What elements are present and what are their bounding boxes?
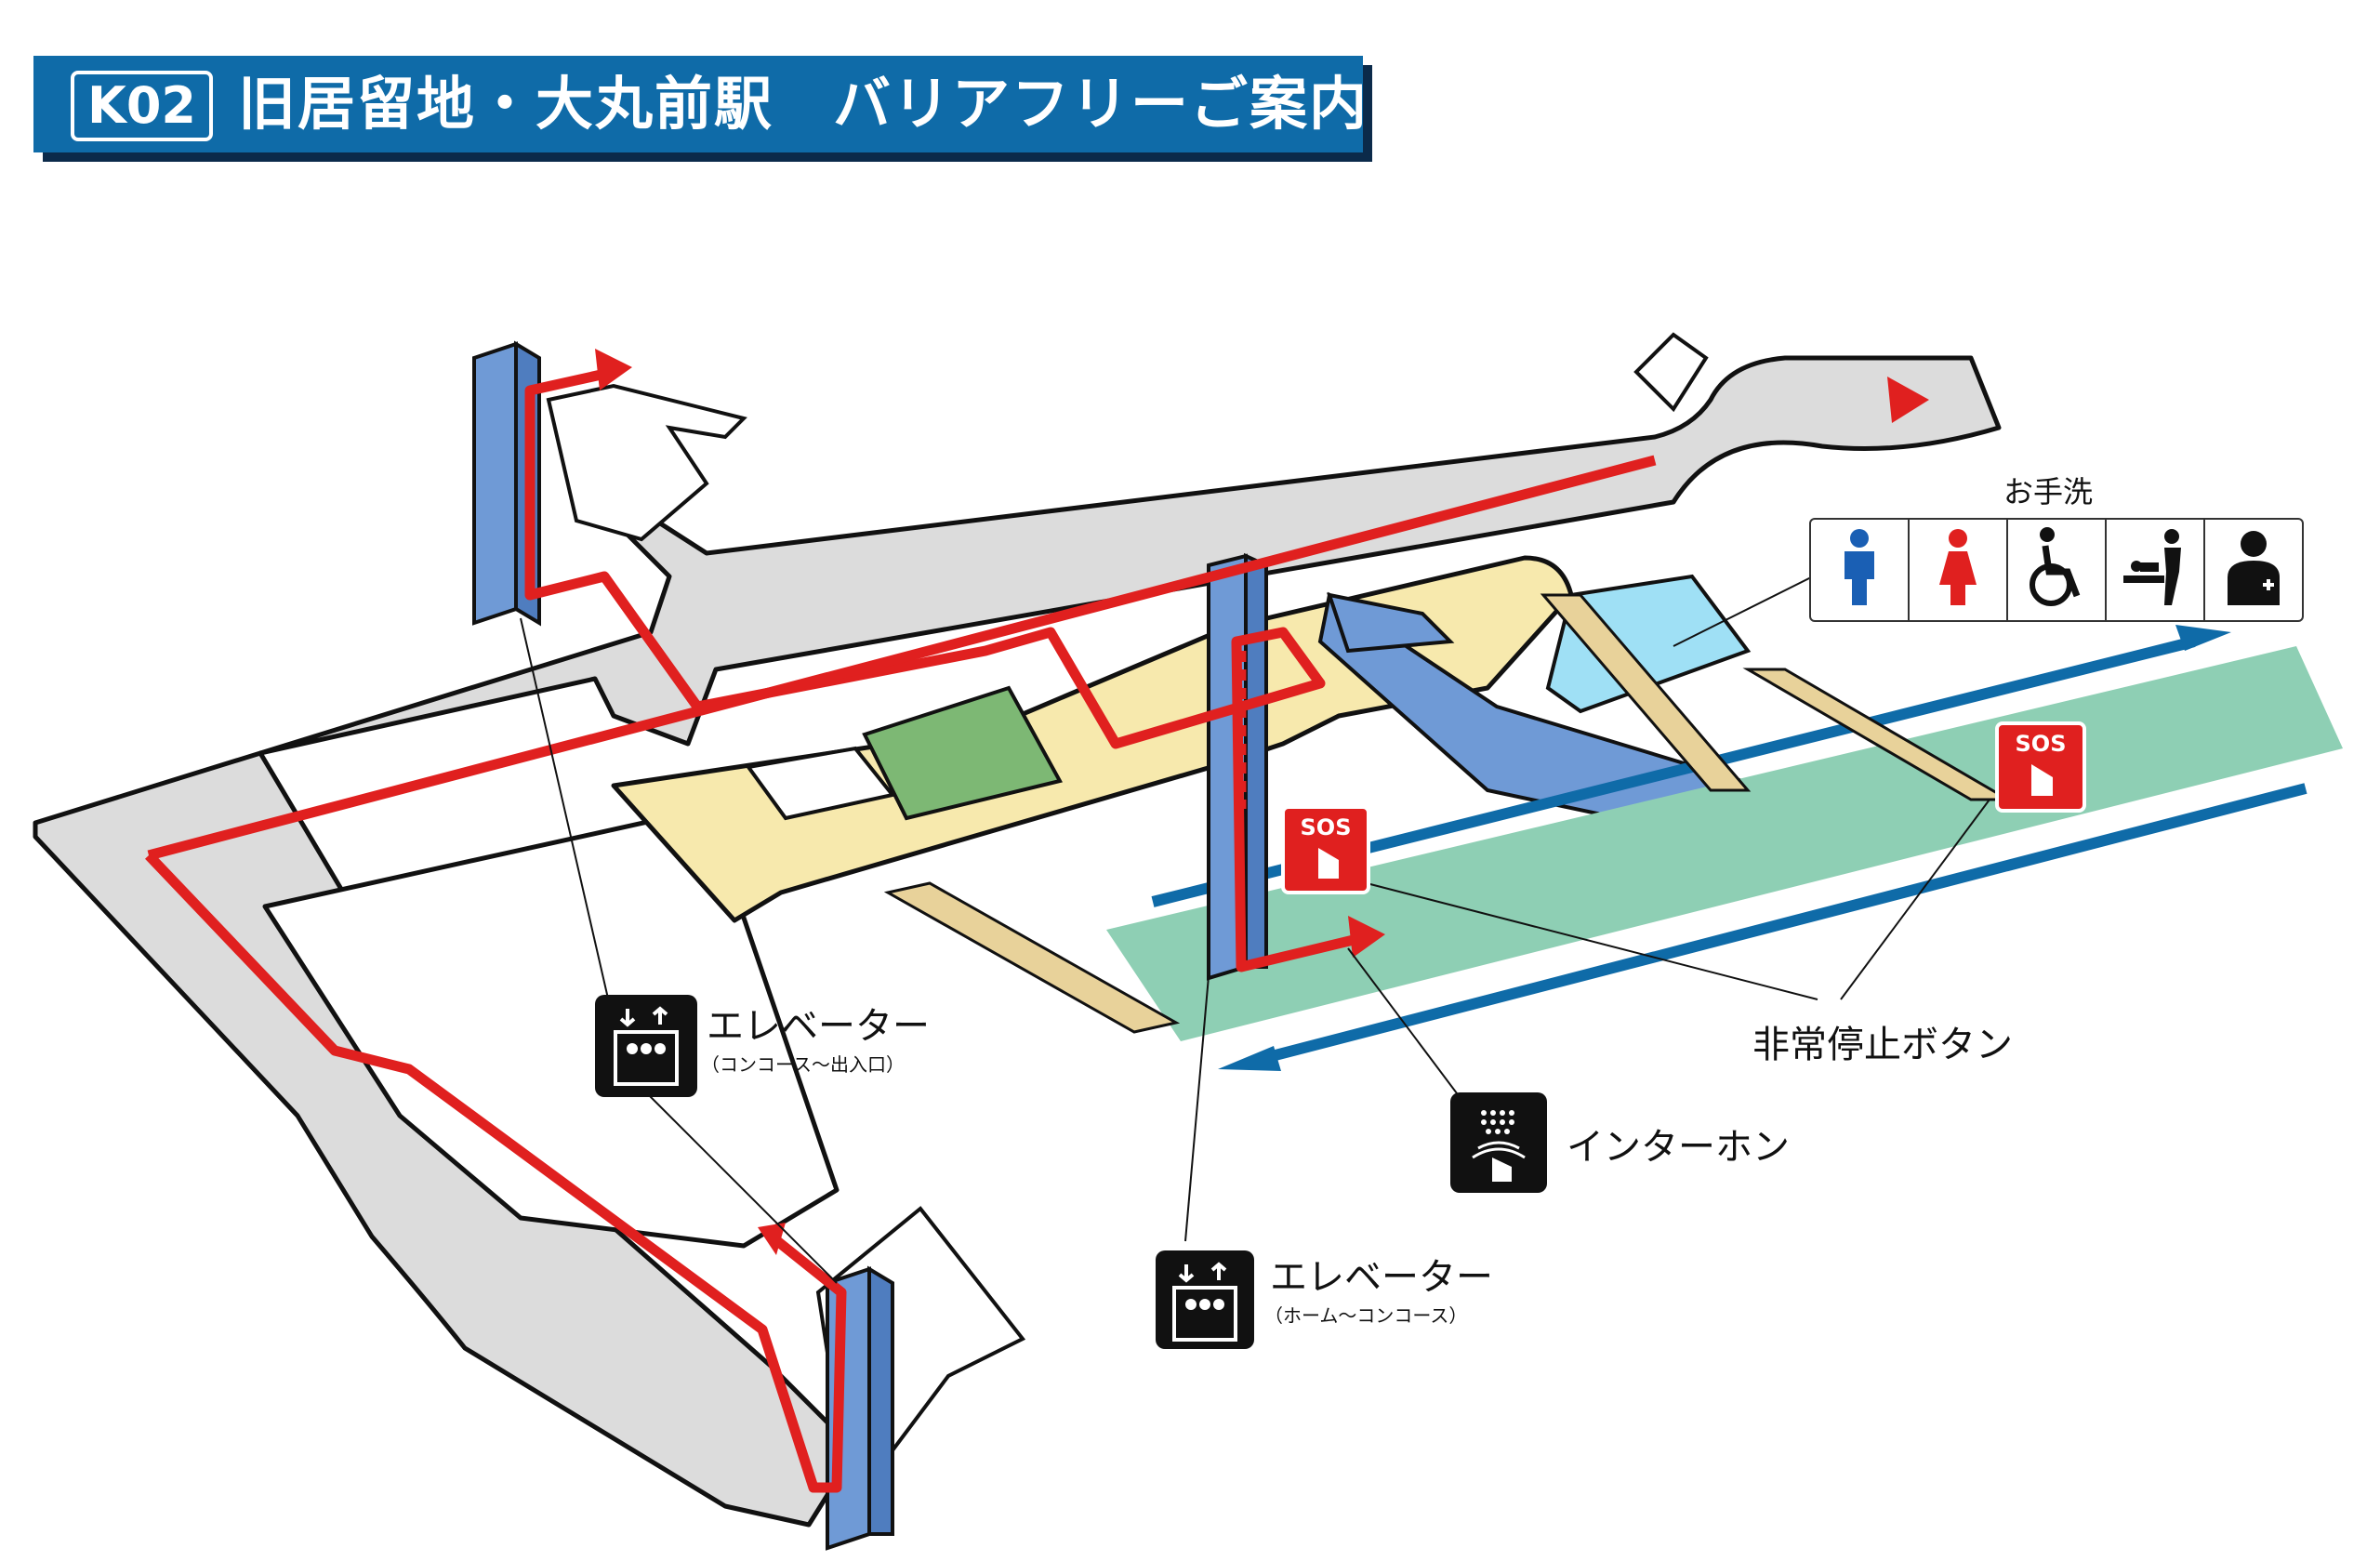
escalator-loop xyxy=(1327,592,1455,654)
sos-label-2: SOS xyxy=(2016,731,2067,757)
accessible-route-main xyxy=(147,455,1657,861)
restroom-facilities xyxy=(1809,518,2304,622)
elevator-concourse-sublabel: （コンコース～出入口） xyxy=(701,1053,905,1076)
leader-restroom xyxy=(1673,575,1814,647)
pillar-left xyxy=(883,881,1181,1034)
track-lower xyxy=(1263,783,2307,1064)
elevator-icon-concourse xyxy=(595,995,697,1097)
leader-elev-concourse-a xyxy=(520,617,615,1024)
elevator-platform-label: エレベーター xyxy=(1270,1256,1493,1299)
route-arrowhead-2 xyxy=(1887,377,1929,423)
elevator-platform-sublabel: （ホーム～コンコース） xyxy=(1264,1304,1468,1327)
route-arrowhead-4 xyxy=(758,1223,786,1255)
baby-changing-icon xyxy=(2105,520,2203,620)
track-lower-arrowhead xyxy=(1218,1046,1281,1071)
woman-icon xyxy=(1908,520,2006,620)
leader-intercom xyxy=(1347,947,1474,1117)
concourse-opening xyxy=(745,746,896,821)
leader-elev-concourse-b xyxy=(641,1087,838,1284)
leader-sos-2 xyxy=(1840,799,1990,1000)
route-arrowhead-3 xyxy=(1348,916,1385,958)
accessible-route xyxy=(524,366,1359,972)
wheelchair-icon xyxy=(2006,520,2105,620)
restroom-label: お手洗 xyxy=(2003,474,2094,509)
elevator-concourse-label: エレベーター xyxy=(707,1005,930,1048)
elevator-icon-platform xyxy=(1156,1250,1254,1349)
man-icon xyxy=(1811,520,1908,620)
leader-sos-1 xyxy=(1366,882,1818,1000)
intercom-label: インターホン xyxy=(1567,1126,1790,1169)
stairs-upper-right xyxy=(1633,332,1709,413)
accessible-route-south xyxy=(145,852,847,1493)
stairs-upper-left xyxy=(546,383,747,542)
shop-area xyxy=(862,685,1064,821)
restroom-area xyxy=(1545,574,1752,714)
emergency-stop-label: 非常停止ボタン xyxy=(1752,1024,2013,1066)
track-upper-arrowhead xyxy=(2175,625,2231,651)
page-title: 旧居留地・大丸前駅 バリアフリーご案内図 xyxy=(238,70,1429,138)
underground-passage xyxy=(33,355,2002,1528)
intercom-icon xyxy=(1450,1092,1547,1193)
route-arrowhead-1 xyxy=(595,349,632,390)
leader-elev-platform xyxy=(1184,975,1210,1242)
sos-button-platform: SOS xyxy=(1995,721,2086,813)
sos-button-concourse: SOS xyxy=(1281,805,1370,894)
station-code: K02 xyxy=(71,71,213,141)
sos-label: SOS xyxy=(1301,814,1352,840)
ostomate-icon xyxy=(2203,520,2302,620)
title-bar: K02 旧居留地・大丸前駅 バリアフリーご案内図 xyxy=(33,56,1426,152)
pillar-mid xyxy=(1540,593,1752,792)
